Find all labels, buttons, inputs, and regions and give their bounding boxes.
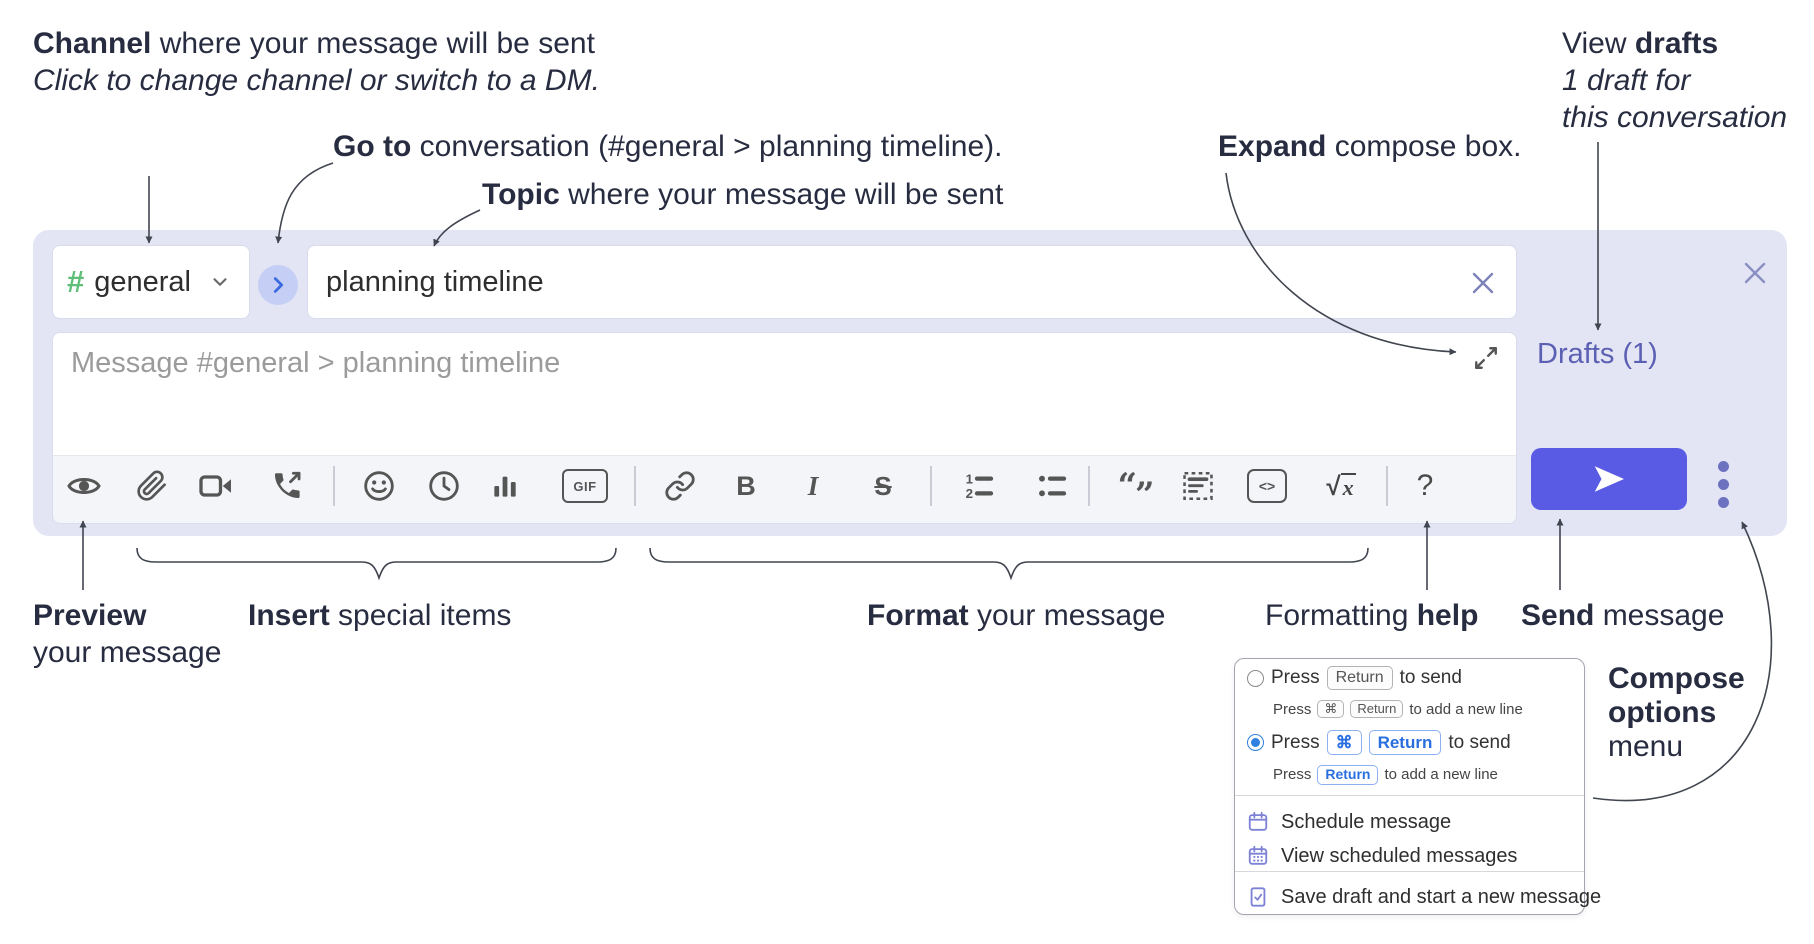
annotation-topic: Topic where your message will be sent (482, 178, 1004, 211)
cmd-key: ⌘ (1317, 700, 1345, 719)
annotation-channel: Channel where your message will be sent … (33, 27, 600, 97)
topic-input[interactable] (308, 246, 1516, 318)
math-icon[interactable]: √x (1326, 470, 1356, 501)
popup-divider (1235, 795, 1584, 796)
channel-hash-icon: # (67, 264, 85, 299)
format-brace (649, 547, 1369, 581)
preview-eye-icon[interactable] (62, 462, 106, 510)
calendar-icon (1248, 811, 1268, 831)
return-key: Return (1326, 666, 1393, 690)
channel-name: general (94, 265, 191, 298)
annotation-channel-bold: Channel (33, 27, 152, 60)
annotation-compose-options: Compose options menu (1608, 662, 1745, 763)
annotation-view-drafts: View drafts 1 draft for this conversatio… (1562, 27, 1788, 134)
insert-brace (136, 547, 617, 581)
compose-toolbar (53, 455, 1516, 523)
toolbar-divider (634, 466, 636, 506)
send-shortcut-option-2[interactable]: Press ⌘ Return to send (1247, 730, 1511, 756)
annotation-go-to: Go to conversation (#general > planning … (333, 130, 1003, 163)
message-box (52, 332, 1517, 524)
send-shortcut-option-1-sub: Press ⌘ Return to add a new line (1273, 700, 1523, 719)
toolbar-divider (930, 466, 932, 506)
return-key: Return (1368, 730, 1442, 756)
toolbar-divider (1088, 466, 1090, 506)
go-to-conversation-button[interactable] (258, 265, 298, 305)
bulleted-list-icon[interactable] (1030, 462, 1074, 510)
compose-options-popup: Press Return to send Press ⌘ Return to a… (1234, 658, 1601, 915)
annotation-channel-line2: Click to change channel or switch to a D… (33, 64, 600, 97)
radio-selected-icon[interactable] (1247, 734, 1264, 752)
annotation-formatting-help: Formatting help (1265, 599, 1479, 632)
toolbar-divider (333, 466, 335, 506)
time-clock-icon[interactable] (422, 462, 466, 510)
send-shortcut-option-2-sub: Press Return to add a new line (1273, 765, 1498, 785)
close-compose-icon[interactable] (1741, 259, 1769, 287)
channel-selector[interactable]: # general (52, 245, 250, 319)
emoji-icon[interactable] (357, 462, 401, 510)
menu-item-schedule-message[interactable]: Schedule message (1247, 805, 1451, 839)
cmd-key: ⌘ (1326, 730, 1362, 756)
annotation-send: Send message (1521, 599, 1725, 632)
return-key: Return (1317, 765, 1379, 785)
svg-text:2: 2 (966, 486, 973, 501)
expand-compose-icon[interactable] (1473, 345, 1499, 371)
menu-item-save-draft[interactable]: Save draft and start a new message (1247, 880, 1601, 914)
annotation-insert: Insert special items (248, 599, 512, 632)
clear-topic-icon[interactable] (1470, 270, 1496, 296)
calendar-dots-icon (1248, 845, 1268, 865)
chevron-right-icon (273, 277, 284, 293)
quote-icon[interactable]: “ ” (1117, 466, 1154, 515)
send-button[interactable] (1531, 448, 1687, 510)
annotation-preview: Preview your message (33, 599, 222, 669)
video-call-icon[interactable] (194, 462, 238, 510)
numbered-list-icon[interactable]: 1 2 (957, 462, 1001, 510)
formatting-help-icon[interactable]: ? (1416, 469, 1434, 502)
topic-input-container (307, 245, 1517, 319)
compose-options-menu-button[interactable] (1712, 461, 1734, 508)
bold-icon[interactable]: B (736, 470, 756, 501)
annotation-expand: Expand compose box. (1218, 130, 1522, 163)
save-draft-icon (1250, 887, 1266, 907)
send-shortcut-option-1[interactable]: Press Return to send (1247, 666, 1462, 690)
return-key: Return (1350, 700, 1404, 719)
radio-unselected-icon[interactable] (1247, 669, 1264, 687)
gif-icon[interactable]: GIF (561, 462, 609, 510)
audio-call-icon[interactable] (265, 462, 309, 510)
chevron-down-icon (213, 278, 227, 286)
menu-item-view-scheduled[interactable]: View scheduled messages (1247, 839, 1517, 873)
strikethrough-icon[interactable]: S (874, 470, 892, 501)
popup-divider (1235, 871, 1584, 872)
link-icon[interactable] (658, 462, 702, 510)
annotation-format: Format your message (867, 599, 1166, 632)
attach-paperclip-icon[interactable] (130, 462, 174, 510)
svg-text:1: 1 (966, 471, 974, 486)
code-icon[interactable]: <> (1245, 462, 1289, 510)
spoiler-icon[interactable] (1176, 462, 1220, 510)
poll-chart-icon[interactable] (483, 462, 527, 510)
italic-icon[interactable]: I (807, 470, 819, 501)
send-plane-icon (1594, 466, 1624, 492)
toolbar-divider (1386, 466, 1388, 506)
message-input[interactable] (53, 333, 1516, 453)
drafts-link[interactable]: Drafts (1) (1537, 338, 1658, 370)
